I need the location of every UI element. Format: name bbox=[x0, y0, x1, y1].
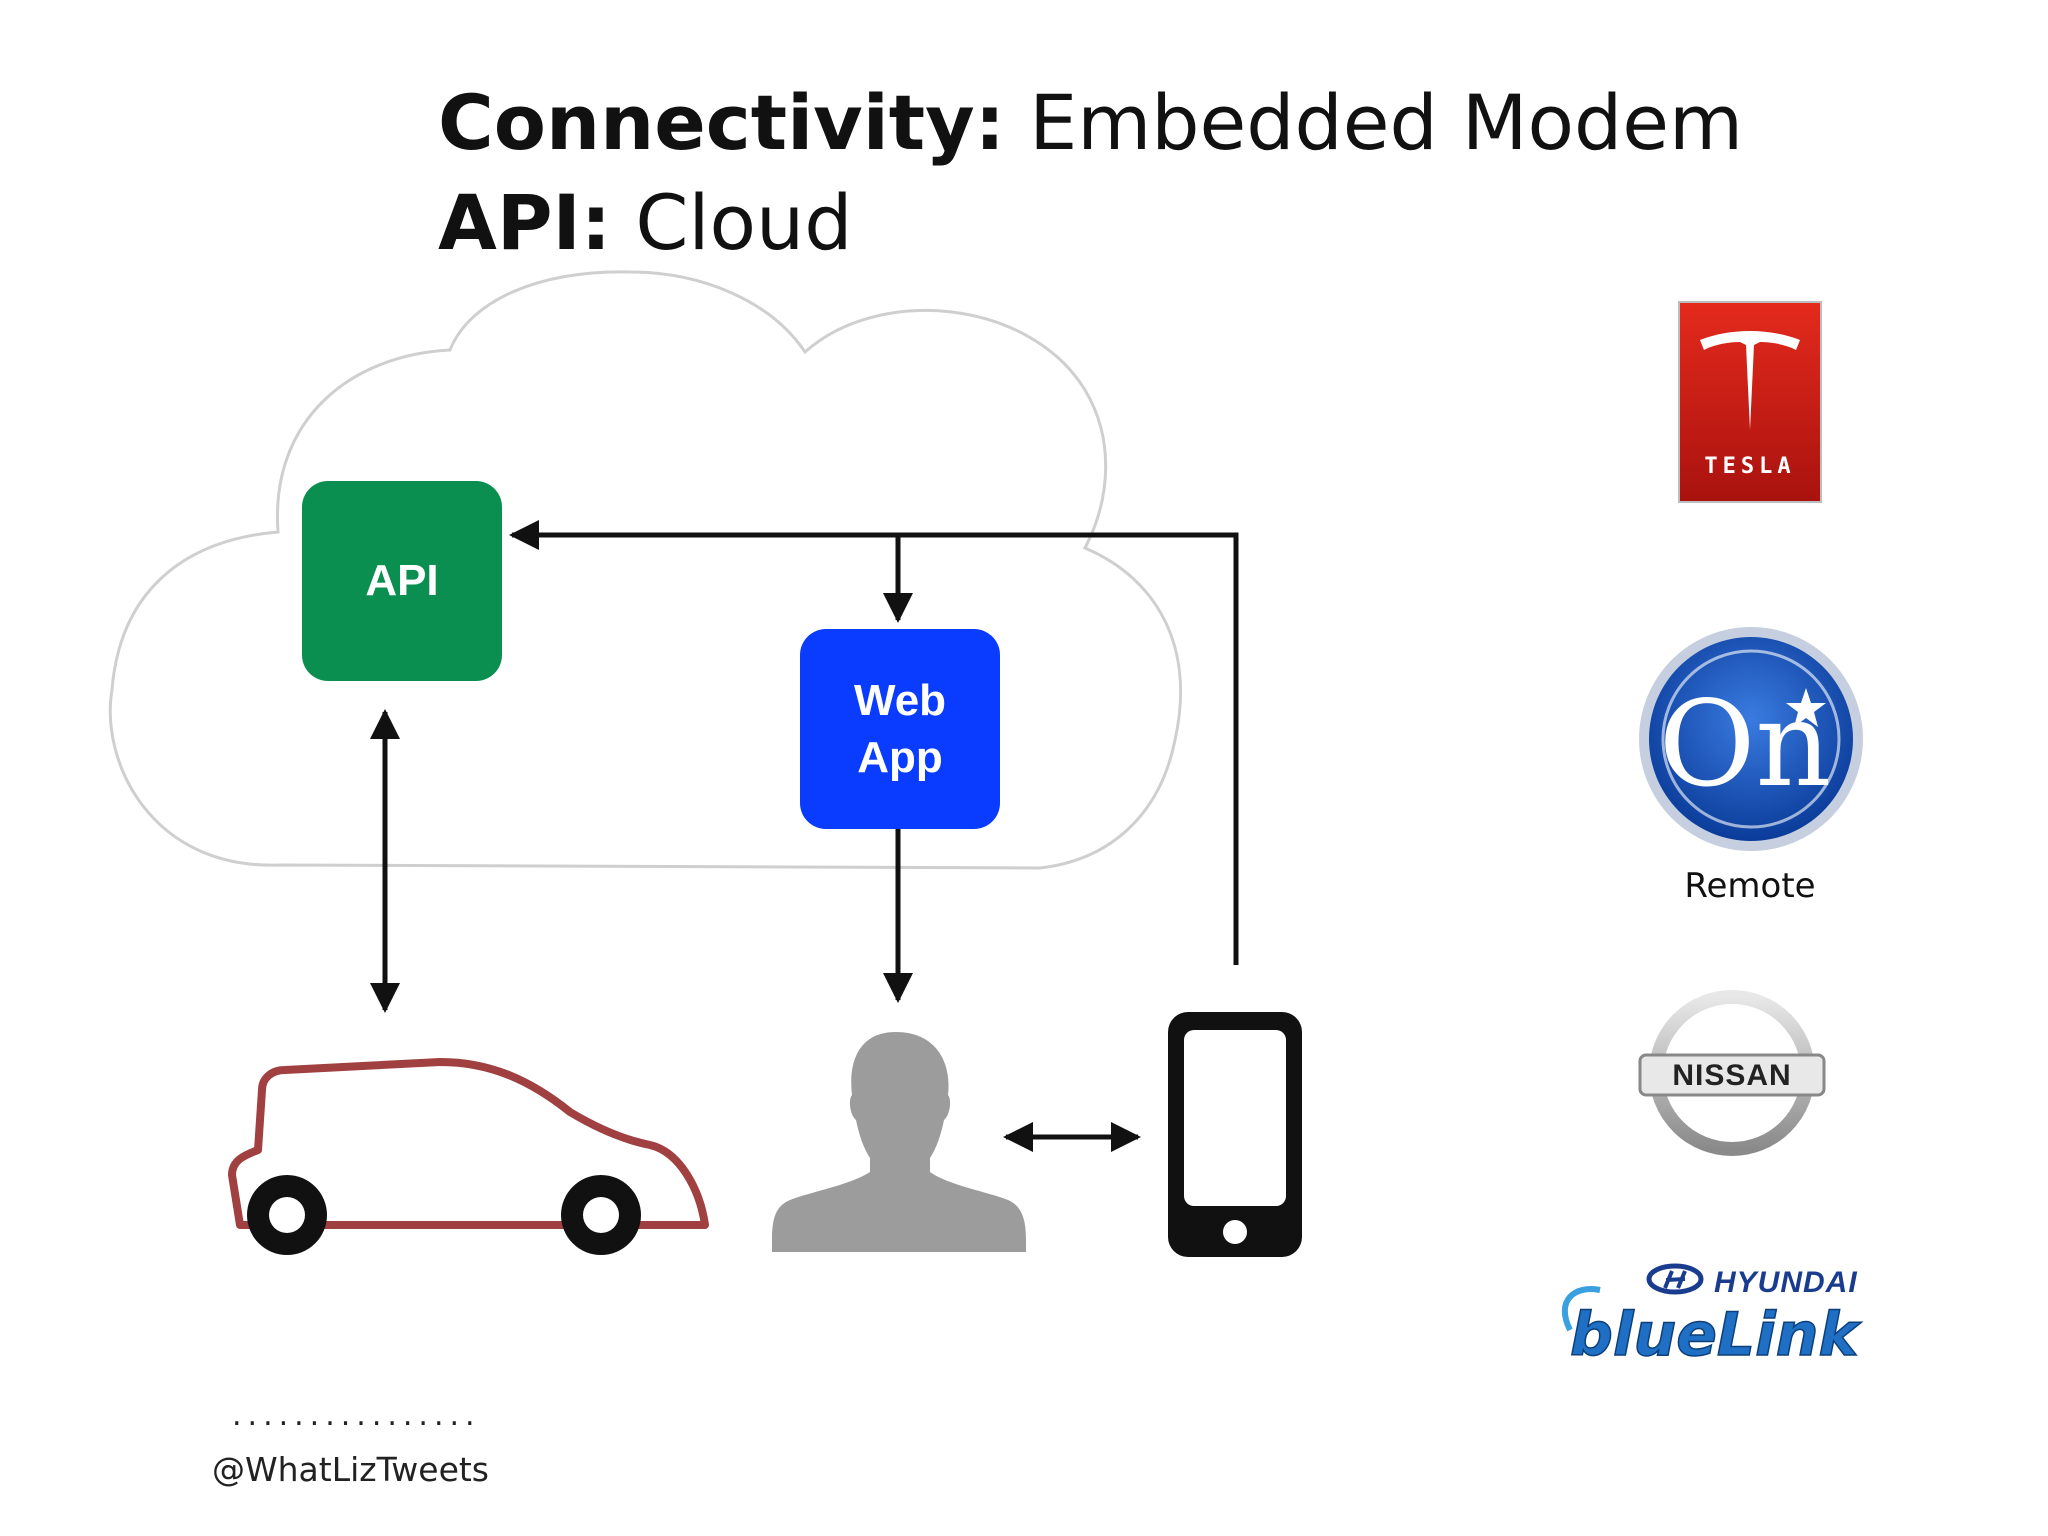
api-value: Cloud bbox=[611, 178, 853, 267]
tesla-logo: TESLA bbox=[1678, 301, 1822, 503]
slide-title-line2: API: Cloud bbox=[438, 178, 852, 267]
arrows bbox=[370, 520, 1239, 1152]
hyundai-text: HYUNDAI bbox=[1714, 1266, 1858, 1299]
twitter-handle: @WhatLizTweets bbox=[212, 1450, 490, 1489]
webapp-box-label-line1: Web bbox=[854, 676, 946, 725]
nissan-text: NISSAN bbox=[1672, 1059, 1791, 1092]
cloud-shape bbox=[108, 270, 1183, 870]
webapp-box-label-line2: App bbox=[857, 733, 943, 782]
nissan-logo: NISSAN bbox=[1638, 990, 1826, 1156]
connectivity-label: Connectivity: bbox=[438, 78, 1006, 167]
hyundai-icon bbox=[1646, 1263, 1704, 1295]
user-icon bbox=[772, 1032, 1026, 1252]
onstar-remote-label: Remote bbox=[1684, 866, 1816, 906]
api-box bbox=[302, 481, 502, 681]
webapp-box bbox=[800, 629, 1000, 829]
connectivity-value: Embedded Modem bbox=[1005, 78, 1743, 167]
wireless-icon bbox=[1561, 1286, 1601, 1332]
footer-dots: ................ bbox=[232, 1398, 481, 1433]
hyundai-bluelink-logo: HYUNDAI blueLink bbox=[1561, 1263, 1862, 1371]
tesla-text: TESLA bbox=[1704, 454, 1795, 479]
car-icon bbox=[228, 1058, 709, 1255]
bluelink-text: blueLink bbox=[1570, 1300, 1861, 1370]
star-icon bbox=[1786, 688, 1826, 727]
arrow-phone-to-api bbox=[509, 520, 1239, 965]
onstar-logo: On bbox=[1639, 627, 1863, 851]
api-box-label: API bbox=[365, 556, 438, 605]
slide-title-line1: Connectivity: Embedded Modem bbox=[438, 78, 1743, 167]
onstar-text: On bbox=[1659, 675, 1832, 813]
api-label: API: bbox=[438, 178, 612, 267]
phone-icon bbox=[1168, 1012, 1302, 1257]
